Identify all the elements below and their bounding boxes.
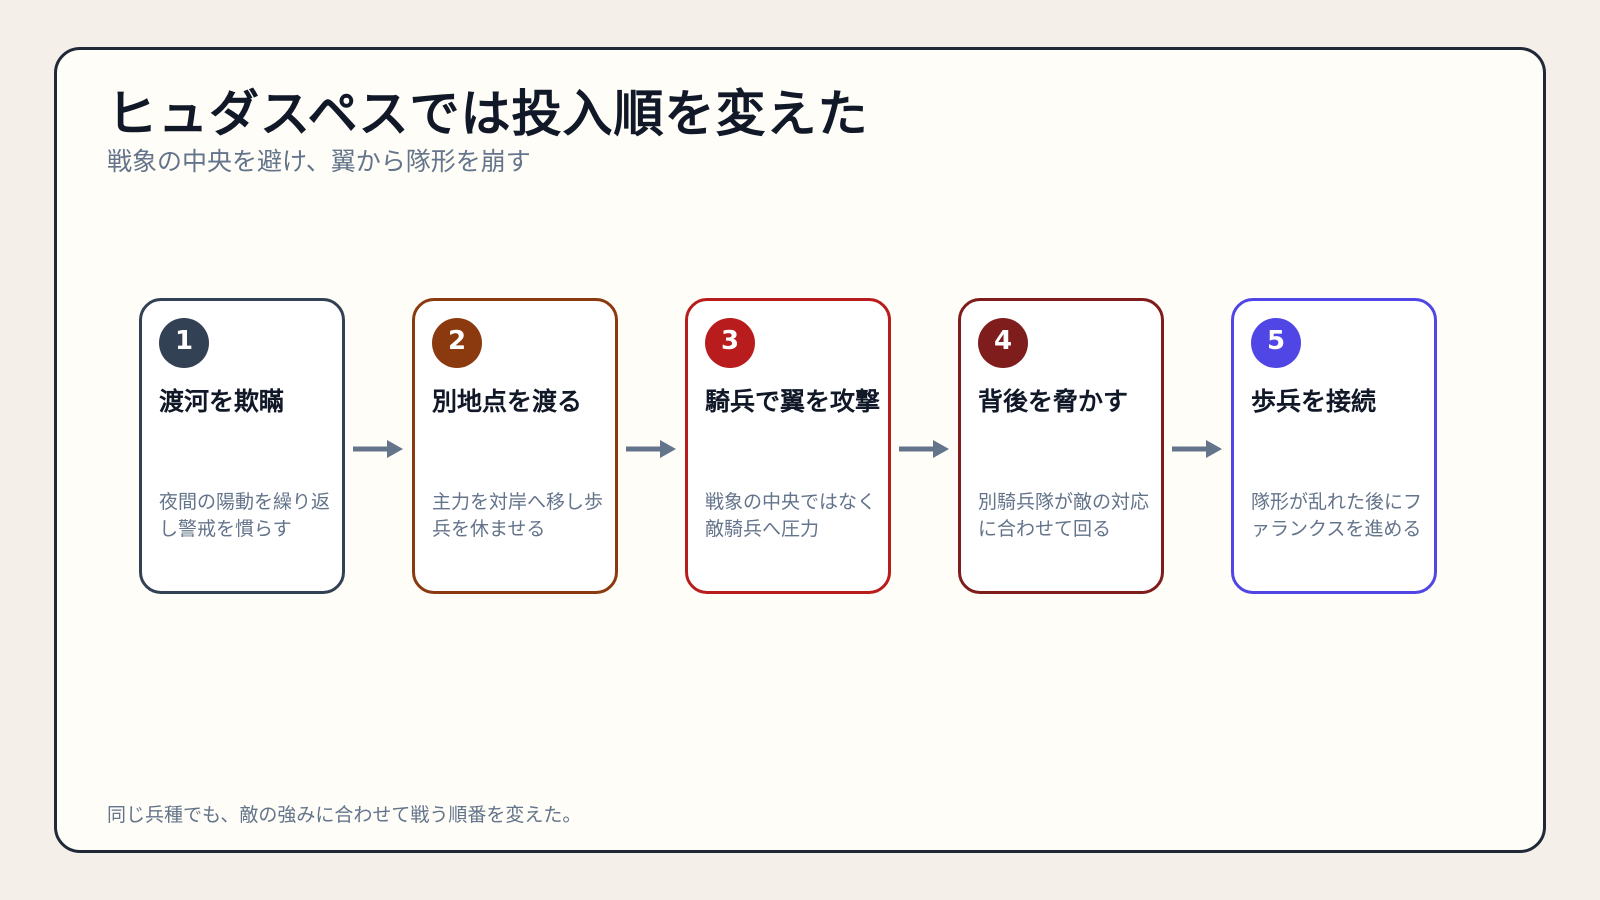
page-title: ヒュダスペスでは投入順を変えた [107,85,869,143]
arrow-right-icon [899,440,949,458]
step-card-5: 5 歩兵を接続 隊形が乱れた後にファランクスを進める [1231,298,1437,594]
arrow-right-icon [626,440,676,458]
step-description: 別騎兵隊が敵の対応に合わせて回る [978,491,1150,540]
step-title: 別地点を渡る [432,387,583,416]
page-subtitle: 戦象の中央を避け、翼から隊形を崩す [107,147,531,176]
step-number-badge: 2 [432,318,482,368]
step-description: 夜間の陽動を繰り返し警戒を慣らす [159,491,331,540]
step-description: 戦象の中央ではなく敵騎兵へ圧力 [705,491,877,540]
step-title: 歩兵を接続 [1251,387,1377,416]
step-number-badge: 5 [1251,318,1301,368]
step-title: 背後を脅かす [978,387,1129,416]
step-number-badge: 4 [978,318,1028,368]
step-description: 主力を対岸へ移し歩兵を休ませる [432,491,604,540]
footnote: 同じ兵種でも、敵の強みに合わせて戦う順番を変えた。 [107,804,582,826]
step-title: 渡河を欺瞞 [159,387,285,416]
step-number-badge: 3 [705,318,755,368]
step-card-4: 4 背後を脅かす 別騎兵隊が敵の対応に合わせて回る [958,298,1164,594]
arrow-right-icon [353,440,403,458]
step-card-2: 2 別地点を渡る 主力を対岸へ移し歩兵を休ませる [412,298,618,594]
slide-panel: ヒュダスペスでは投入順を変えた 戦象の中央を避け、翼から隊形を崩す 1 渡河を欺… [54,47,1546,853]
step-title: 騎兵で翼を攻撃 [705,387,881,416]
step-description: 隊形が乱れた後にファランクスを進める [1251,491,1423,540]
arrow-right-icon [1172,440,1222,458]
step-card-3: 3 騎兵で翼を攻撃 戦象の中央ではなく敵騎兵へ圧力 [685,298,891,594]
step-number-badge: 1 [159,318,209,368]
step-card-1: 1 渡河を欺瞞 夜間の陽動を繰り返し警戒を慣らす [139,298,345,594]
